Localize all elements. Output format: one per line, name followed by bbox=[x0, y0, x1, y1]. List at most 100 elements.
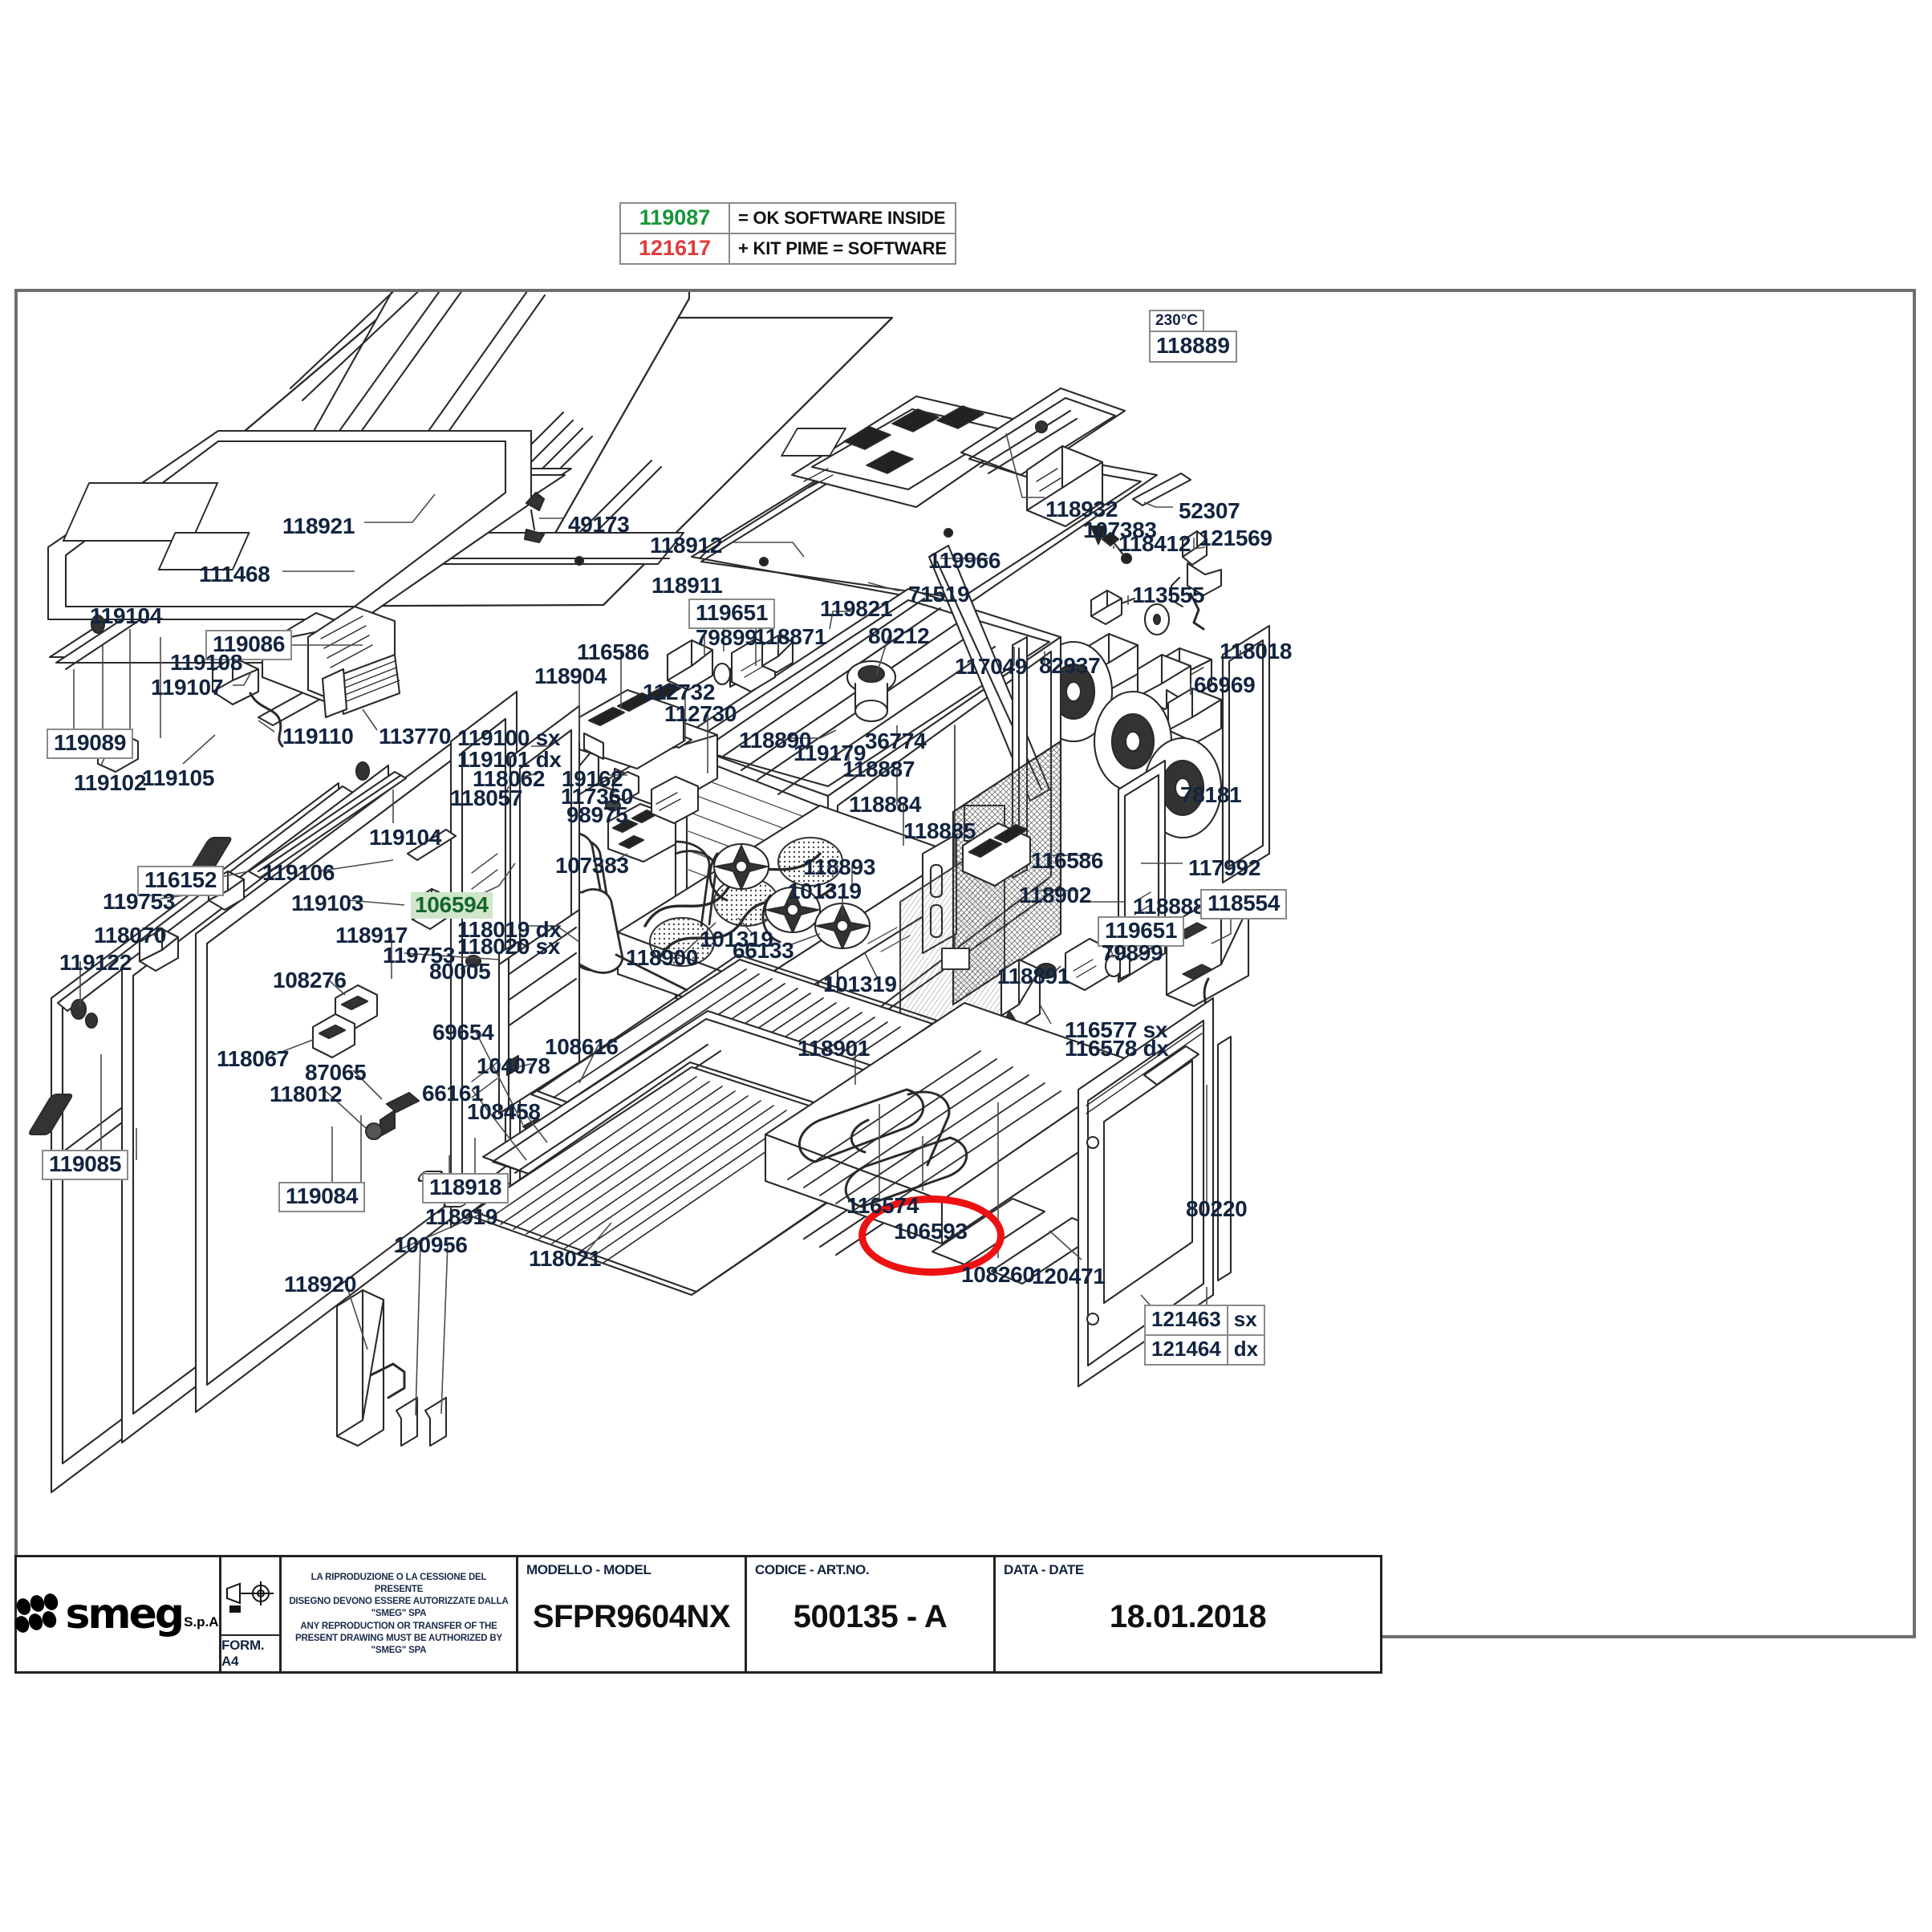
callout-106594: 106594 bbox=[411, 892, 493, 919]
side-label-sx: sx bbox=[1233, 1307, 1257, 1331]
callout-118889: 118889 bbox=[1149, 331, 1237, 363]
smeg-wordmark: smeg bbox=[65, 1590, 185, 1639]
callout-107383: 107383 bbox=[1083, 518, 1157, 542]
temperature-badge-group: 230°C 118889 bbox=[1149, 310, 1237, 363]
callout-117049: 117049 bbox=[955, 654, 1028, 679]
callout-119085: 119085 bbox=[42, 1150, 129, 1180]
callout-116574: 116574 bbox=[846, 1193, 919, 1218]
callout-118057: 118057 bbox=[450, 785, 523, 810]
callout-111468: 111468 bbox=[199, 562, 270, 586]
callout-118067: 118067 bbox=[217, 1046, 290, 1071]
callout-119104: 119104 bbox=[90, 603, 163, 628]
callout-118900: 118900 bbox=[626, 945, 699, 970]
callout-118412: 118412 bbox=[1118, 531, 1191, 556]
callout-119966: 119966 bbox=[928, 548, 1001, 573]
callout-118018: 118018 bbox=[1220, 639, 1293, 664]
callout-106593: 106593 bbox=[894, 1219, 968, 1244]
model-cell: MODELLO - MODEL SFPR9604NX bbox=[518, 1557, 747, 1671]
callout-108276: 108276 bbox=[273, 968, 347, 992]
smeg-logo: smeg S.p.A bbox=[13, 1590, 219, 1639]
software-legend-box: 119087 = OK SOFTWARE INSIDE 121617 + KIT… bbox=[619, 202, 956, 265]
callout-101319: 101319 bbox=[823, 972, 897, 996]
callout-101319: 101319 bbox=[788, 879, 862, 903]
callout-118884: 118884 bbox=[849, 792, 922, 817]
callout-119179: 119179 bbox=[794, 741, 867, 765]
smeg-dots-icon bbox=[13, 1591, 63, 1635]
callout-66161: 66161 bbox=[422, 1081, 484, 1106]
callout-119753: 119753 bbox=[383, 943, 456, 968]
date-value: 18.01.2018 bbox=[1109, 1599, 1267, 1634]
software-legend-row: 119087 = OK SOFTWARE INSIDE bbox=[621, 204, 955, 233]
callout-49173: 49173 bbox=[568, 512, 630, 537]
callout-19162: 19162 bbox=[562, 766, 623, 791]
callout-119651: 119651 bbox=[688, 599, 776, 629]
callout-117360: 117360 bbox=[561, 784, 634, 809]
smeg-spa-suffix: S.p.A bbox=[184, 1614, 219, 1630]
callout-119102: 119102 bbox=[74, 770, 147, 795]
callout-119821: 119821 bbox=[820, 596, 893, 621]
callout-118921: 118921 bbox=[282, 513, 355, 538]
callout-116577-sx: 116577 sx bbox=[1065, 1017, 1168, 1042]
callout-118885: 118885 bbox=[903, 818, 976, 843]
callout-117992: 117992 bbox=[1188, 855, 1261, 880]
code-header: CODICE - ART.NO. bbox=[755, 1562, 870, 1577]
callout-119110: 119110 bbox=[282, 724, 354, 749]
callout-113555: 113555 bbox=[1132, 582, 1205, 607]
callout-119107: 119107 bbox=[151, 675, 224, 700]
callout-118554: 118554 bbox=[1200, 889, 1288, 919]
red-highlight-ellipse-106593 bbox=[858, 1195, 1005, 1276]
legal-notice-text: LA RIPRODUZIONE O LA CESSIONE DEL PRESEN… bbox=[289, 1572, 509, 1655]
callout-87065: 87065 bbox=[305, 1060, 367, 1085]
code-value: 500135 - A bbox=[793, 1599, 948, 1634]
callout-118887: 118887 bbox=[842, 757, 915, 781]
callout-118021: 118021 bbox=[529, 1246, 602, 1271]
callout-119086: 119086 bbox=[205, 630, 293, 660]
callout-79899: 79899 bbox=[696, 625, 757, 650]
callout-112732: 112732 bbox=[643, 680, 716, 704]
callout-118888: 118888 bbox=[1133, 894, 1206, 919]
software-text-kit: + KIT PIME = SOFTWARE bbox=[730, 233, 955, 263]
callout-118019-dx: 118019 dx bbox=[457, 917, 562, 942]
legal-notice-cell: LA RIPRODUZIONE O LA CESSIONE DEL PRESEN… bbox=[282, 1557, 518, 1671]
form-label: FORM. A4 bbox=[221, 1638, 265, 1669]
callout-66133: 66133 bbox=[733, 938, 794, 963]
callout-119104: 119104 bbox=[369, 825, 442, 850]
callout-108616: 108616 bbox=[545, 1034, 619, 1059]
callout-80005: 80005 bbox=[429, 959, 491, 984]
callout-82937: 82937 bbox=[1039, 653, 1101, 678]
callout-112730: 112730 bbox=[664, 701, 737, 726]
callout-118932: 118932 bbox=[1045, 497, 1118, 522]
callout-118020-sx: 118020 sx bbox=[457, 934, 561, 959]
article-number-cell: CODICE - ART.NO. 500135 - A bbox=[747, 1557, 996, 1671]
callout-121569: 121569 bbox=[1199, 526, 1272, 550]
callout-118871: 118871 bbox=[754, 624, 827, 649]
callout-118893: 118893 bbox=[803, 854, 876, 879]
date-cell: DATA - DATE 18.01.2018 bbox=[996, 1557, 1380, 1671]
callout-118891: 118891 bbox=[997, 964, 1070, 988]
callout-121463-121464-box: 121463 sx 121464 dx bbox=[1144, 1305, 1266, 1366]
brand-logo-cell: smeg S.p.A bbox=[13, 1557, 221, 1671]
callout-116578-dx: 116578 dx bbox=[1065, 1036, 1169, 1061]
callout-119089: 119089 bbox=[47, 729, 134, 759]
drawing-sheet: 119087 = OK SOFTWARE INSIDE 121617 + KIT… bbox=[14, 202, 1916, 1638]
callout-118904: 118904 bbox=[534, 664, 607, 688]
callout-52307: 52307 bbox=[1179, 498, 1240, 523]
callout-101319: 101319 bbox=[700, 927, 773, 952]
callout-118912: 118912 bbox=[650, 533, 723, 558]
callout-118062: 118062 bbox=[473, 766, 546, 791]
first-angle-projection-icon bbox=[221, 1557, 279, 1636]
side-label-dx: dx bbox=[1233, 1337, 1259, 1361]
callout-79899: 79899 bbox=[1102, 940, 1163, 965]
callout-116586: 116586 bbox=[577, 639, 650, 664]
software-legend-row: 121617 + KIT PIME = SOFTWARE bbox=[621, 233, 955, 263]
callout-119122: 119122 bbox=[59, 950, 132, 975]
callout-119101-dx: 119101 dx bbox=[457, 747, 562, 772]
callout-36774: 36774 bbox=[865, 729, 927, 753]
callout-121463: 121463 bbox=[1146, 1306, 1228, 1334]
callout-leader-lines bbox=[73, 432, 1241, 1416]
callout-71519: 71519 bbox=[908, 582, 970, 607]
model-value: SFPR9604NX bbox=[532, 1599, 731, 1634]
title-block: smeg S.p.A FORM. A4 LA RIPRODUZIONE O LA… bbox=[13, 1555, 1382, 1674]
callout-118917: 118917 bbox=[335, 923, 408, 948]
callout-118890: 118890 bbox=[739, 728, 812, 753]
